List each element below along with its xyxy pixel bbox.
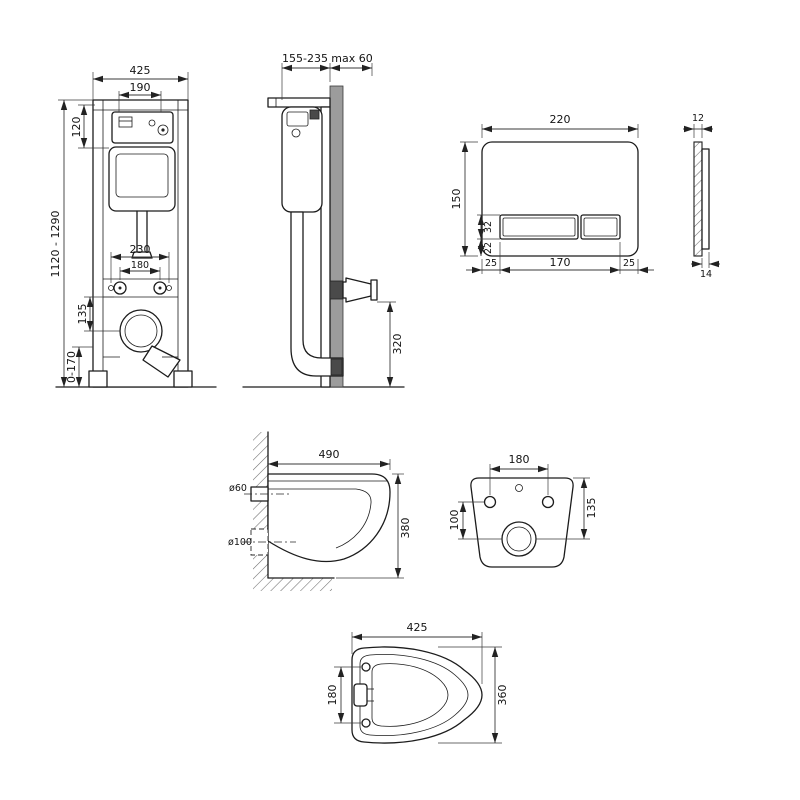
wall-hatch [253, 432, 268, 591]
dim-bowl-top-length: 425 [407, 621, 428, 634]
plate-side-profile [693, 141, 703, 257]
dim-bowl-top-width: 360 [496, 685, 509, 706]
dim-fixing-inner: 180 [131, 260, 149, 271]
dim-frame-width: 425 [130, 64, 151, 77]
right-foot [173, 370, 193, 388]
dim-plate-thickness: 12 [692, 113, 704, 124]
dim-drain-height: 135 [585, 498, 598, 519]
dim-plate-depth: 14 [700, 269, 712, 280]
floor-hatch [268, 578, 332, 591]
cistern-side [281, 106, 323, 213]
mounting-hole-right [541, 495, 555, 509]
bowl-back-view: 180 100 135 [448, 453, 598, 568]
dim-leg-adjust: 0-170 [65, 351, 78, 383]
left-foot [88, 370, 108, 388]
frame-side-view: 155-235 max 60 320 [242, 52, 405, 388]
dim-buttons-width: 170 [550, 256, 571, 269]
dim-button-bottom: 22 [483, 242, 494, 254]
small-flush-button [580, 214, 621, 240]
hinge-detail [353, 683, 368, 707]
big-flush-button [499, 214, 579, 240]
dim-fixing-outer: 230 [130, 243, 151, 256]
dim-max-wall: max 60 [331, 52, 372, 65]
outlet-cone [342, 277, 372, 303]
dim-bowl-length: 490 [319, 448, 340, 461]
drain-chute [142, 345, 181, 378]
dim-plate-height: 150 [450, 189, 463, 210]
bolt-hole-bottom [361, 718, 371, 728]
wall [329, 85, 344, 388]
mounting-hole-left [483, 495, 497, 509]
dim-drain-offset: 135 [76, 304, 89, 325]
flush-plate-side-view: 12 14 [683, 113, 720, 280]
flush-plate-front-view: 220 150 32 22 25 170 25 [450, 113, 654, 274]
control-box [111, 111, 174, 144]
frame-front-view: 425 190 120 1120 - 1290 230 180 135 0-17… [49, 64, 217, 388]
dim-frame-height: 1120 - 1290 [49, 211, 62, 278]
dim-plate-margin-left: 25 [485, 258, 497, 269]
top-bracket [267, 97, 331, 108]
cistern-tank [108, 146, 176, 212]
dim-hole-spacing: 180 [509, 453, 530, 466]
dim-plate-margin-right: 25 [623, 258, 635, 269]
dim-flush-pipe: ø60 [229, 483, 247, 494]
dim-holes-to-drain: 100 [448, 510, 461, 531]
dim-drain-pipe: ø100 [228, 537, 252, 548]
dim-plate-width: 220 [550, 113, 571, 126]
bowl-top-outline [351, 646, 483, 744]
dim-bowl-height: 380 [399, 518, 412, 539]
bolt-hole-top [361, 662, 371, 672]
drain-socket [119, 309, 163, 353]
dim-frame-inner-width: 190 [130, 81, 151, 94]
dim-bolt-spacing: 180 [326, 685, 339, 706]
plate-side-frame [701, 148, 710, 250]
bowl-top-view: 425 180 360 [326, 621, 509, 744]
dim-outlet-height: 320 [391, 334, 404, 355]
frame-rail [320, 106, 331, 388]
dim-tank-height: 120 [70, 117, 83, 138]
dim-button-height: 32 [483, 221, 494, 233]
bowl-side-view: ø60 ø100 490 380 [228, 431, 412, 591]
bowl-profile [267, 473, 391, 563]
dim-depth-range: 155-235 [282, 52, 328, 65]
